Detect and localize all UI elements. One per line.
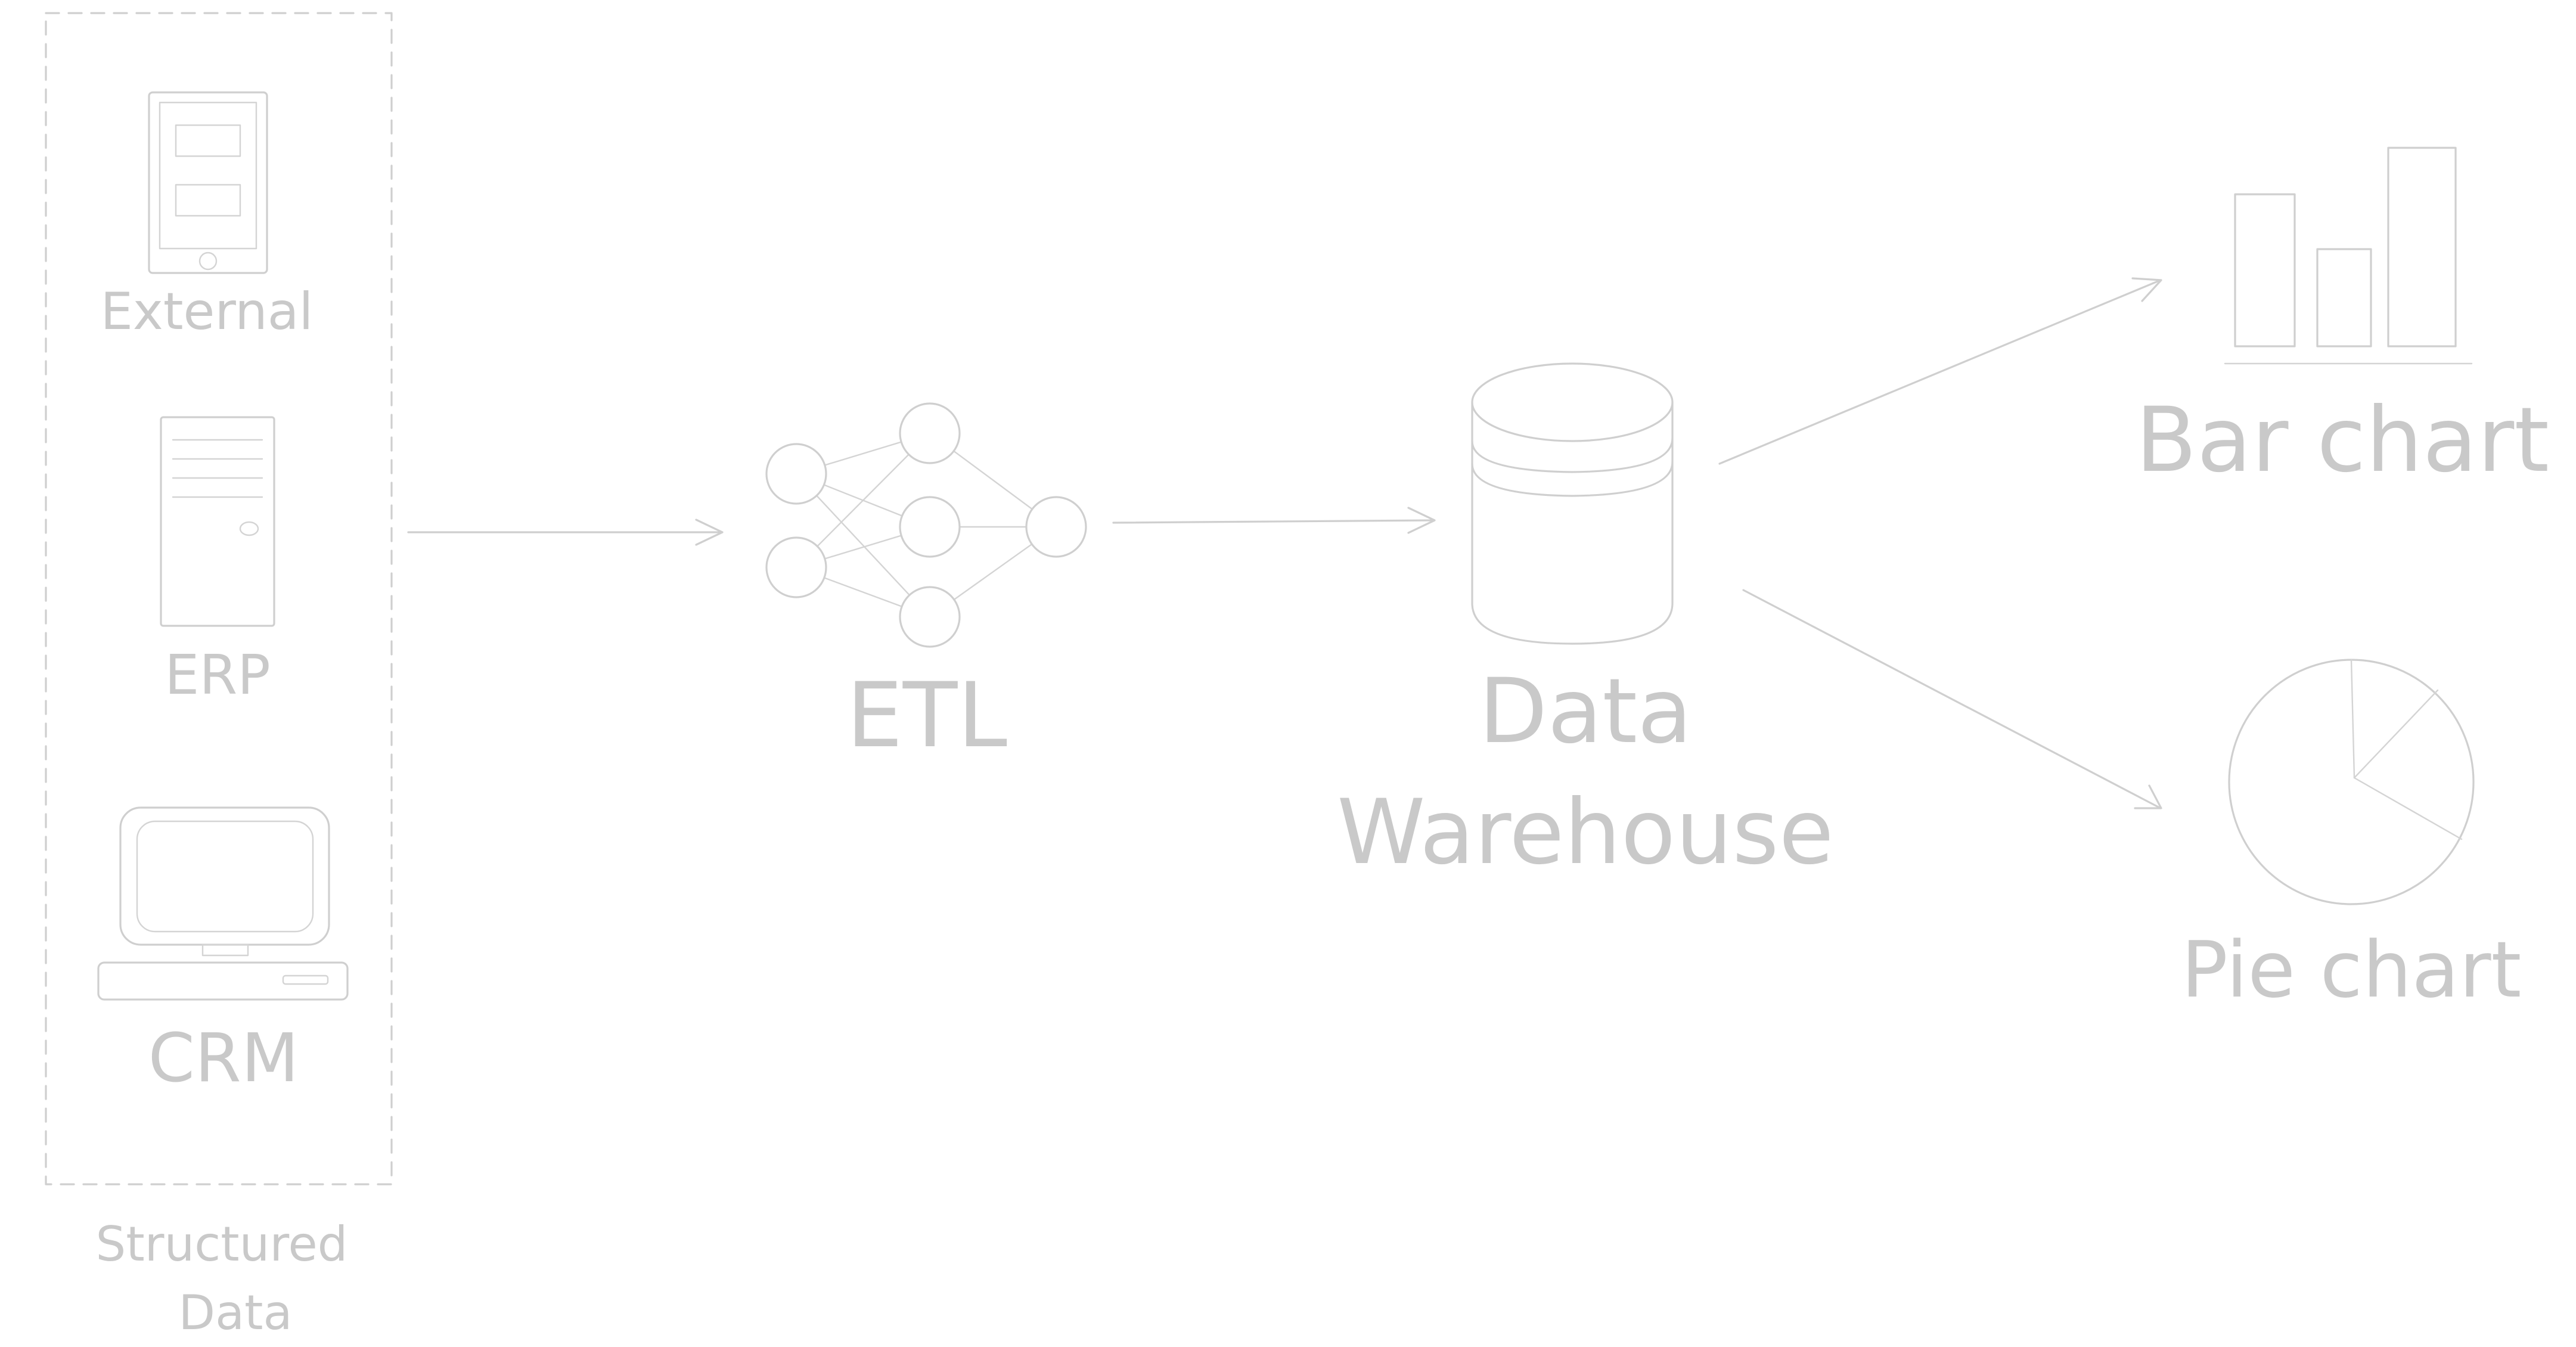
arrow-etl-to-warehouse xyxy=(1112,507,1436,534)
warehouse-label-line1: Data xyxy=(1479,660,1692,763)
erp-label: ERP xyxy=(165,643,271,707)
pie-chart-icon xyxy=(2228,659,2475,905)
bar-chart-label: Bar chart xyxy=(2136,389,2549,492)
arrow-warehouse-to-bar-chart xyxy=(1718,277,2162,465)
desktop-computer-icon xyxy=(97,806,349,1001)
bar-chart-icon xyxy=(2224,147,2473,365)
crm-label: CRM xyxy=(148,1020,299,1097)
arrow-sources-to-etl xyxy=(407,519,724,546)
arrow-warehouse-to-pie-chart xyxy=(1742,589,2162,809)
pie-chart-label: Pie chart xyxy=(2181,924,2522,1015)
external-label: External xyxy=(101,282,314,342)
database-cylinder-icon xyxy=(1471,362,1674,645)
neural-network-icon xyxy=(765,402,1087,648)
structured-data-label-line1: Structured xyxy=(96,1216,348,1272)
warehouse-label-line2: Warehouse xyxy=(1337,781,1834,884)
structured-data-group-box xyxy=(45,12,393,1185)
tablet-icon xyxy=(148,91,268,274)
server-tower-icon xyxy=(160,416,275,627)
etl-label: ETL xyxy=(846,664,1007,768)
structured-data-label-line2: Data xyxy=(178,1285,292,1340)
